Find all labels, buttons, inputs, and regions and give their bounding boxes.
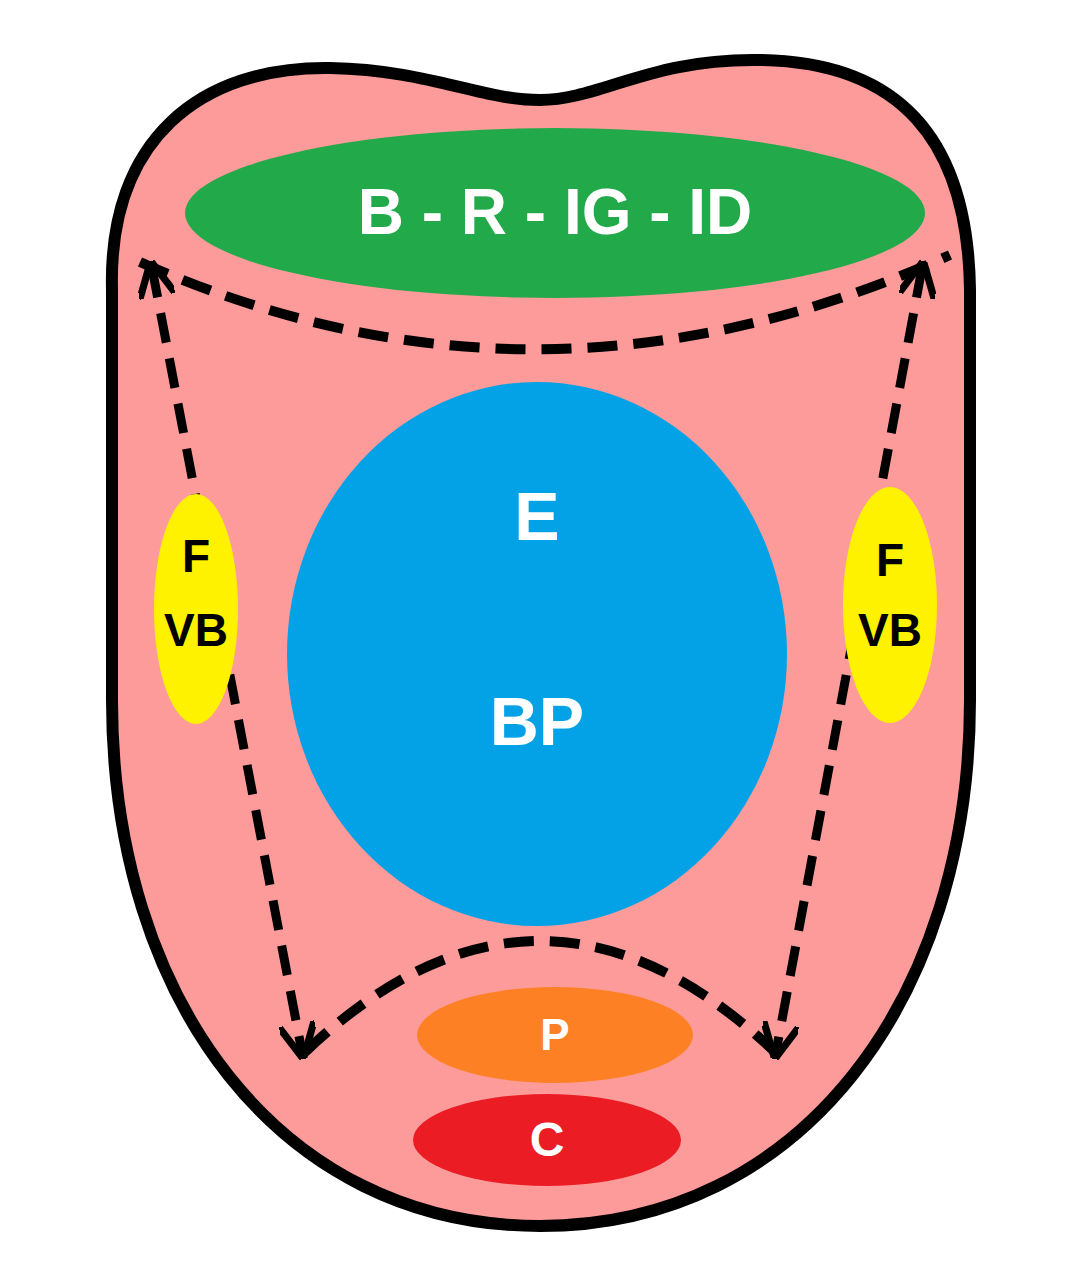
organ-label: F [843,536,937,584]
shape-fill [417,987,693,1083]
organ-label: E [287,481,787,552]
shape-fill [843,487,937,723]
organ-label: P [417,1012,693,1058]
organ-label: VB [154,606,238,654]
shape-fill [185,128,925,298]
shape-fill [413,1094,681,1186]
zone-ellipse: F VB [154,494,238,724]
shape-fill [287,382,787,926]
tongue-outline [112,60,970,1226]
organ-label: BP [287,686,787,757]
zone-ellipse: P [417,987,693,1083]
organ-label: F [154,532,238,580]
organ-label: B - R - IG - ID [185,179,925,246]
zone-ellipse: C [413,1094,681,1186]
organ-label: VB [843,606,937,654]
zone-ellipse: F VB [843,487,937,723]
organ-label: C [413,1115,681,1165]
shape-fill [154,494,238,724]
zone-border [152,268,302,1052]
zone-circle: E BP [287,382,787,926]
shape-outline [287,382,787,926]
zone-ellipse: B - R - IG - ID [185,128,925,298]
